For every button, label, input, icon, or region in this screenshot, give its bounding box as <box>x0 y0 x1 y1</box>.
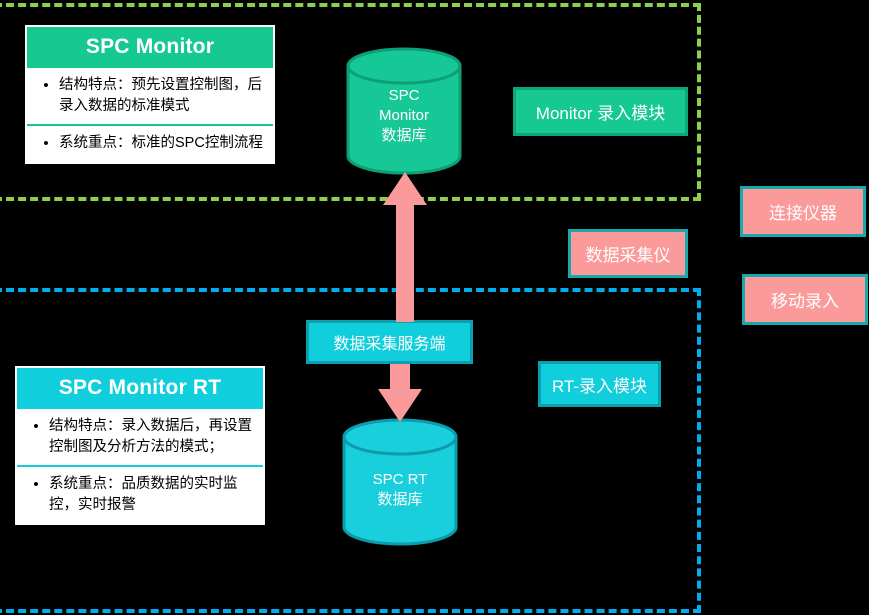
bullet-text: 结构特点：预先设置控制图，后录入数据的标准模式 <box>59 77 262 114</box>
card-spc-monitor-rt-bullet-1: • 结构特点：录入数据后，再设置控制图及分析方法的模式； <box>17 409 263 466</box>
group-boundary-spc-monitor <box>0 3 701 201</box>
database-spc-monitor: SPC Monitor 数据库 <box>344 46 464 176</box>
bullet-text: 系统重点：品质数据的实时监控，实时报警 <box>49 476 238 513</box>
arrow-down-to-rt-db-icon <box>378 364 422 422</box>
card-spc-monitor-rt-bullet-2: • 系统重点：品质数据的实时监控，实时报警 <box>17 465 263 524</box>
bullet-marker-icon: • <box>43 77 49 94</box>
arrow-up-to-monitor-db-icon <box>383 172 427 322</box>
bullet-text: 系统重点：标准的SPC控制流程 <box>59 135 263 152</box>
bullet-marker-icon: • <box>33 418 39 435</box>
card-spc-monitor-title: SPC Monitor <box>27 27 273 68</box>
card-spc-monitor-bullet-1: • 结构特点：预先设置控制图，后录入数据的标准模式 <box>27 68 273 125</box>
database-cylinder-icon <box>346 47 462 175</box>
bullet-text: 结构特点：录入数据后，再设置控制图及分析方法的模式； <box>49 418 252 455</box>
database-spc-rt: SPC RT 数据库 <box>340 417 460 547</box>
box-monitor-entry-module[interactable]: Monitor 录入模块 <box>513 87 688 136</box>
card-spc-monitor-rt-title: SPC Monitor RT <box>17 368 263 409</box>
box-rt-entry-module[interactable]: RT-录入模块 <box>538 361 661 407</box>
card-spc-monitor: SPC Monitor • 结构特点：预先设置控制图，后录入数据的标准模式 • … <box>25 25 275 165</box>
bullet-marker-icon: • <box>43 135 49 153</box>
box-mobile-entry[interactable]: 移动录入 <box>742 274 868 325</box>
database-cylinder-icon <box>342 418 458 546</box>
bullet-marker-icon: • <box>33 476 39 494</box>
group-boundary-spc-monitor-rt <box>0 288 701 613</box>
card-spc-monitor-rt: SPC Monitor RT • 结构特点：录入数据后，再设置控制图及分析方法的… <box>15 366 265 526</box>
box-data-collector-device[interactable]: 数据采集仪 <box>568 229 688 278</box>
box-data-collection-server[interactable]: 数据采集服务端 <box>306 320 473 364</box>
card-spc-monitor-bullet-2: • 系统重点：标准的SPC控制流程 <box>27 124 273 163</box>
box-connect-instrument[interactable]: 连接仪器 <box>740 186 866 237</box>
